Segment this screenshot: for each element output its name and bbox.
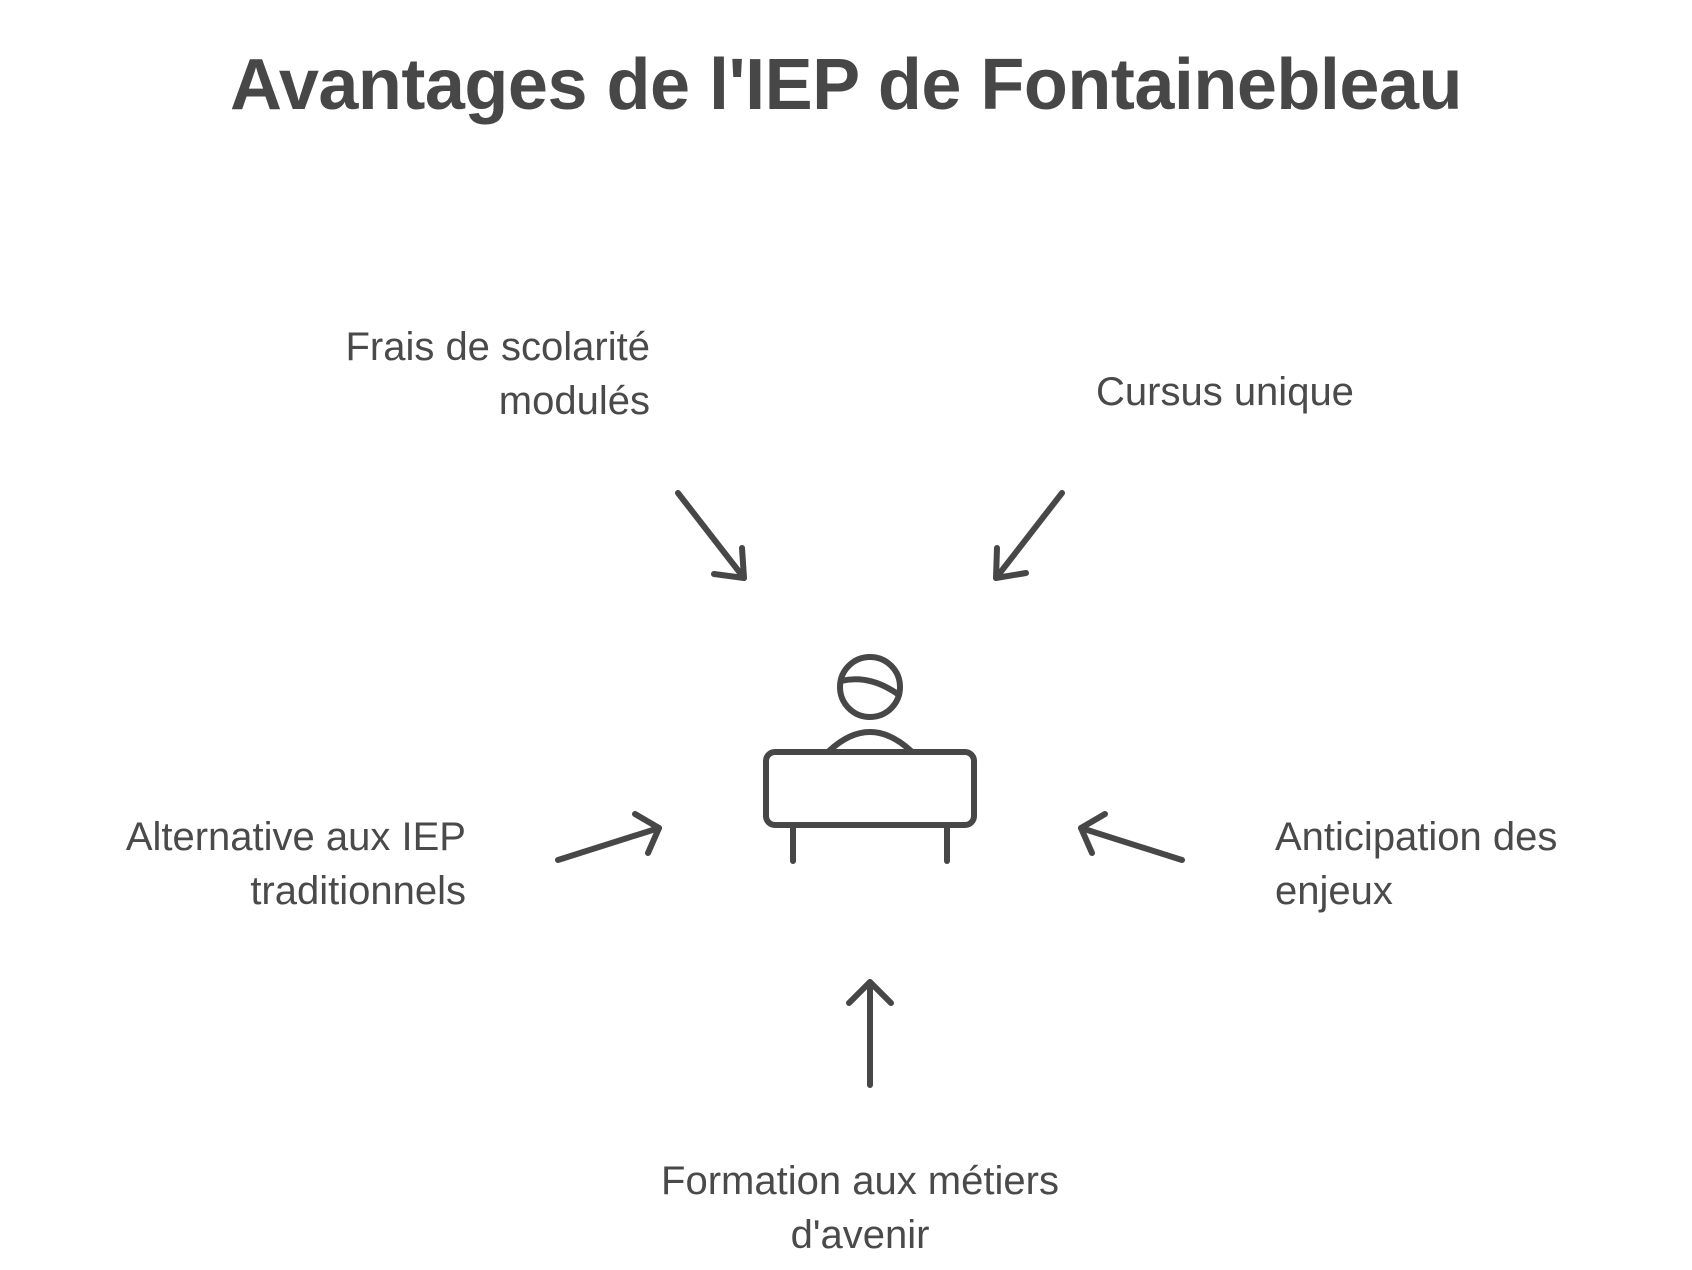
label-formation-line2: d'avenir	[790, 1213, 930, 1257]
arrow-alternative	[555, 811, 662, 863]
label-frais-de-scolarite: Frais de scolarité modulés	[250, 320, 650, 428]
student-at-desk-icon	[763, 654, 977, 864]
arrow-frais	[675, 490, 747, 581]
label-cursus-unique: Cursus unique	[1096, 365, 1516, 419]
label-frais-line1: Frais de scolarité	[345, 325, 650, 369]
label-alternative-line2: traditionnels	[250, 869, 466, 913]
arrow-formation	[846, 979, 894, 1088]
label-alternative-aux-iep: Alternative aux IEP traditionnels	[40, 810, 466, 918]
label-anticipation-line1: Anticipation des	[1275, 815, 1558, 859]
label-anticipation-line2: enjeux	[1275, 869, 1393, 913]
label-formation-line1: Formation aux métiers	[661, 1159, 1059, 1203]
arrow-cursus	[993, 490, 1065, 581]
label-cursus-line1: Cursus unique	[1096, 370, 1354, 414]
label-alternative-line1: Alternative aux IEP	[125, 815, 466, 859]
label-frais-line2: modulés	[498, 379, 650, 423]
arrow-anticipation	[1078, 811, 1185, 863]
diagram-title: Avantages de l'IEP de Fontainebleau	[230, 45, 1462, 125]
label-formation-aux-metiers: Formation aux métiers d'avenir	[560, 1154, 1160, 1262]
label-anticipation-des-enjeux: Anticipation des enjeux	[1275, 810, 1675, 918]
